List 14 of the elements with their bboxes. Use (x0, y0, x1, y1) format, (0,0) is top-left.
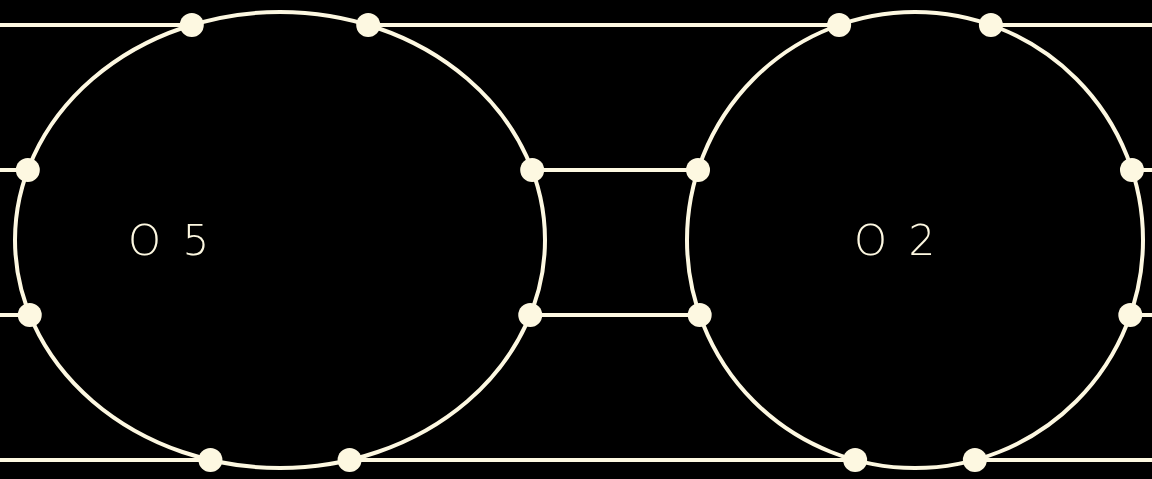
connector-line (356, 13, 852, 37)
connector-line (0, 448, 223, 472)
connector-line (518, 303, 712, 327)
connector-line (0, 303, 42, 327)
connector-line (1120, 158, 1152, 182)
connector-line (520, 158, 710, 182)
node-label: O 2 (854, 215, 940, 265)
connector-line (978, 13, 1152, 37)
node-label: O 5 (128, 215, 214, 265)
connector-line (1118, 303, 1152, 327)
connector-line (962, 448, 1152, 472)
connector-line (0, 158, 40, 182)
connector-line (337, 448, 868, 472)
connector-line (0, 13, 204, 37)
